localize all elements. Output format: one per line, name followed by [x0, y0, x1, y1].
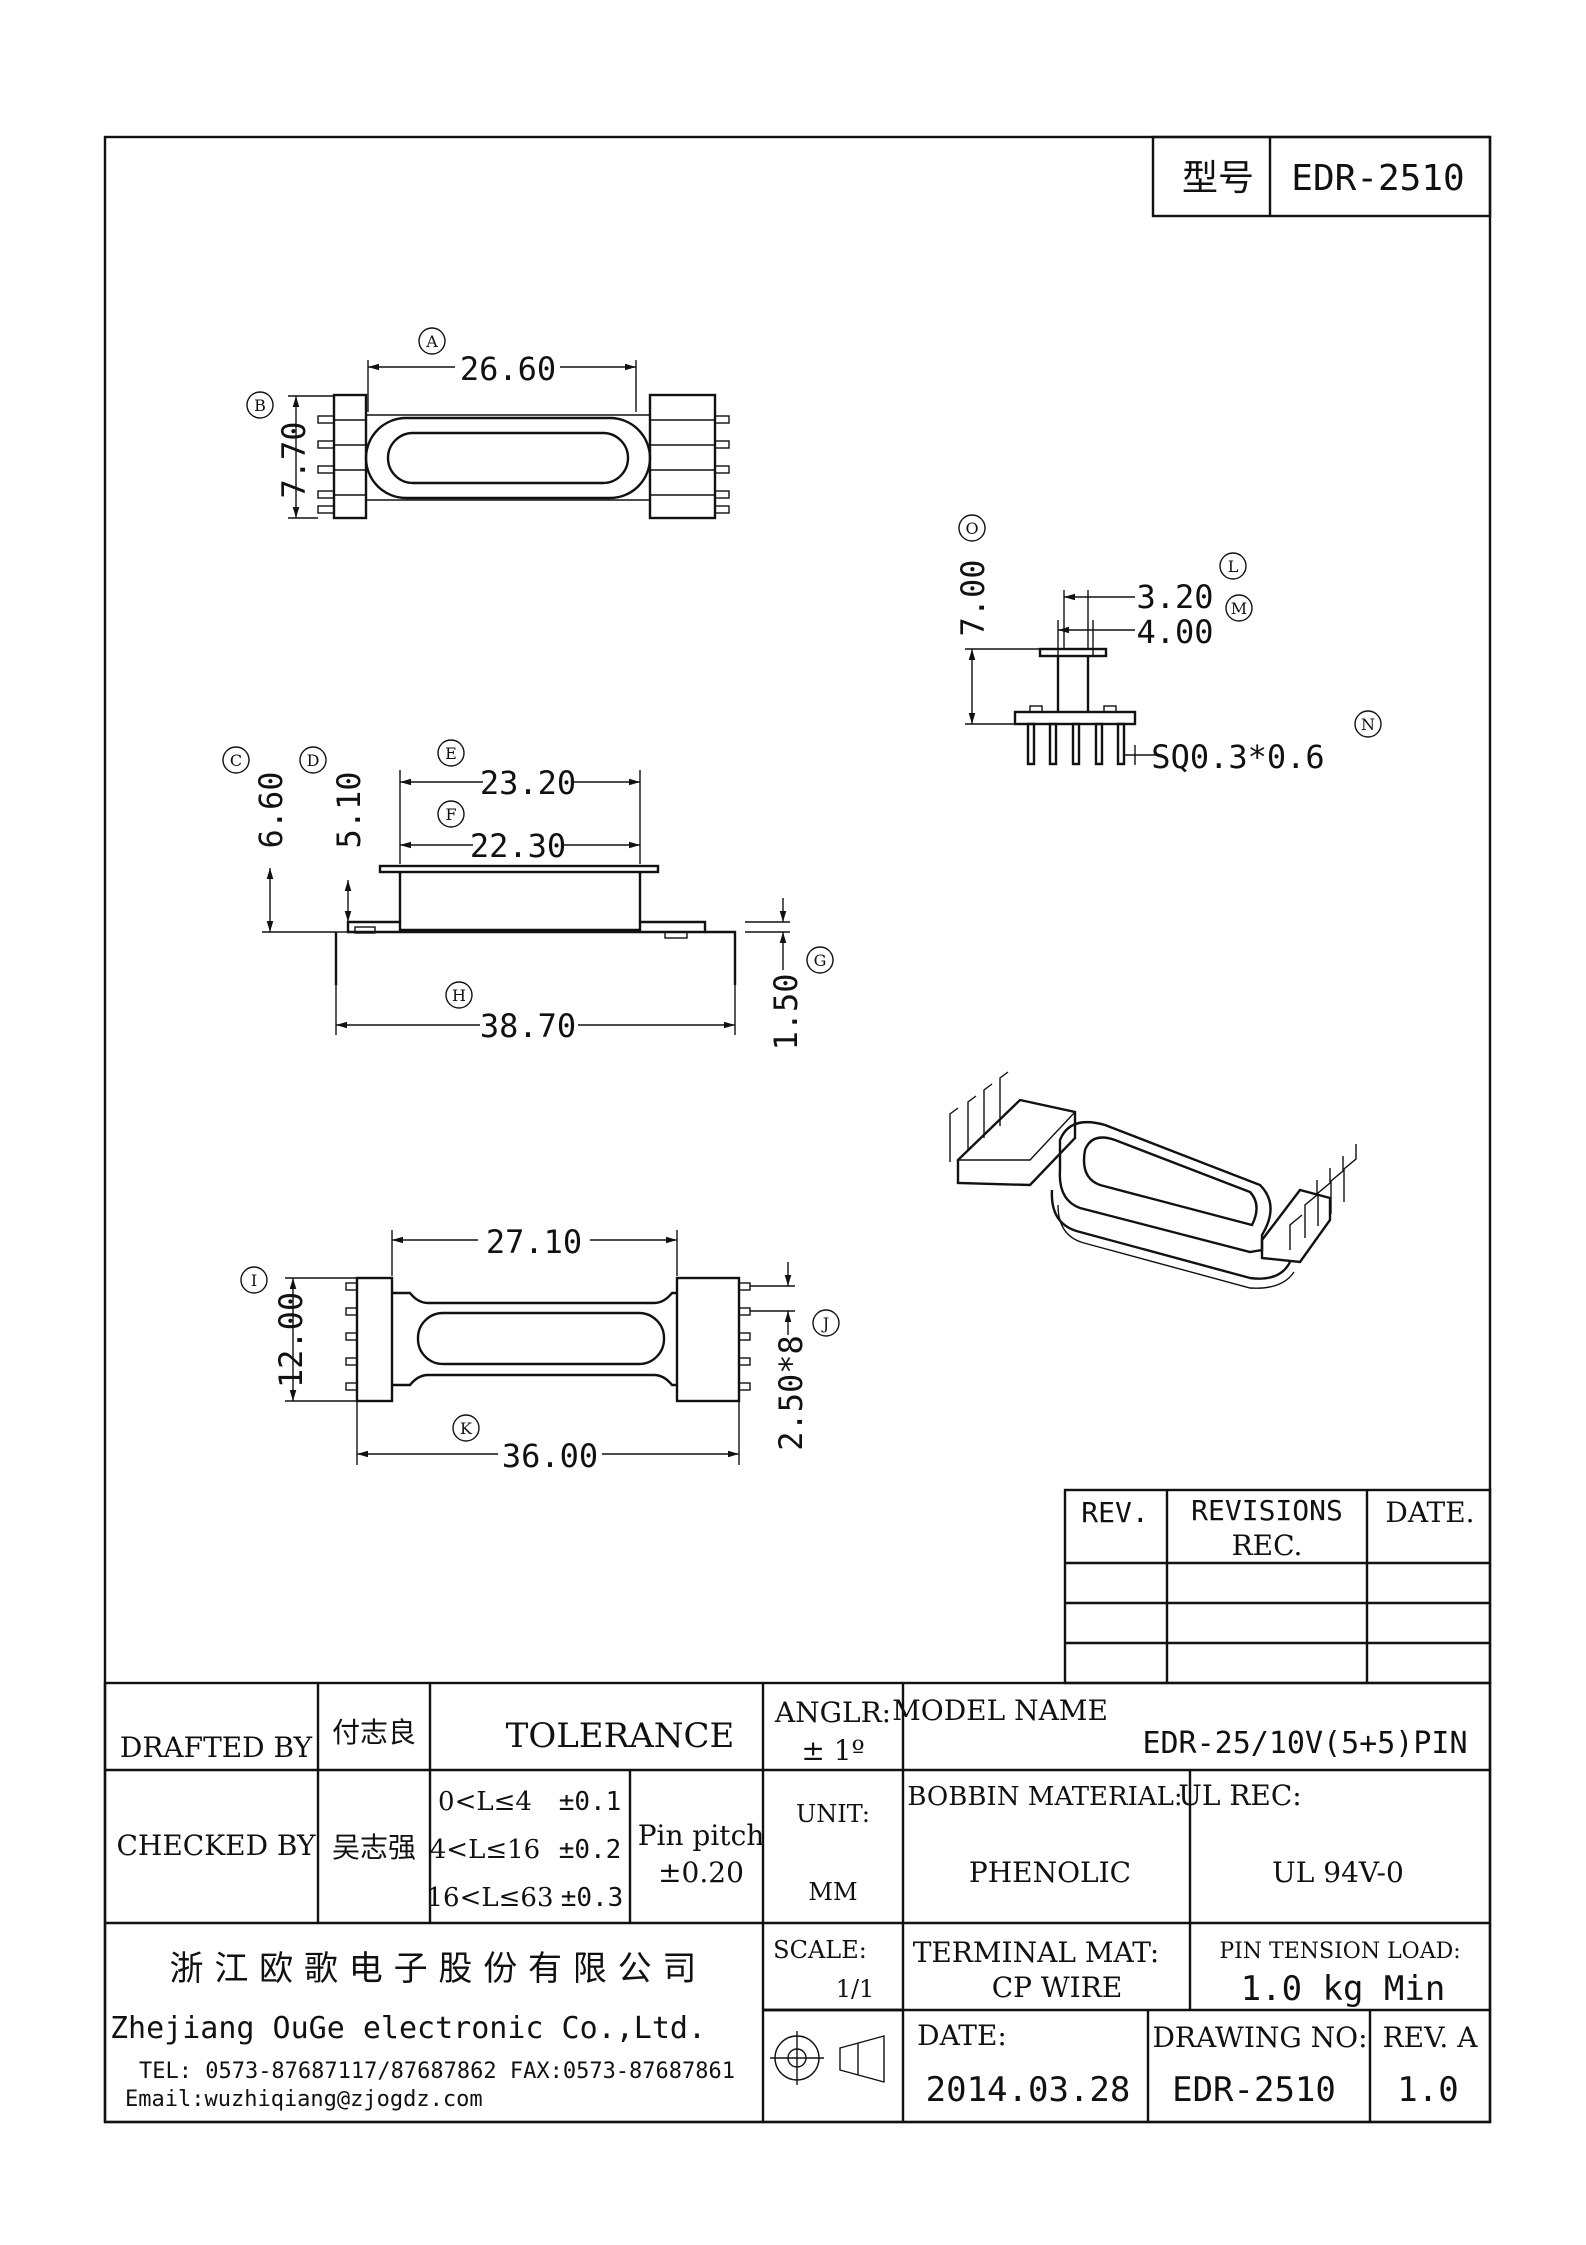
- top-view-left-pins: [317, 415, 366, 514]
- terminal-mat-value: CP WIRE: [992, 1971, 1123, 2004]
- checked-by-name: 吴志强: [332, 1831, 416, 1864]
- dim-L-value: 3.20: [1136, 578, 1213, 616]
- side-view: 23.20 E 22.30 F 6.60 C 5.10 D 38.70 H 1.: [222, 739, 834, 1051]
- bottom-view-left-pins: [345, 1282, 358, 1391]
- ul-rec-value: UL 94V-0: [1272, 1856, 1404, 1889]
- dim-H-letter: H: [452, 986, 466, 1005]
- rev-col-header: REV.: [1081, 1496, 1148, 1529]
- pin-pitch-label: Pin pitch: [638, 1819, 765, 1852]
- dim-L-letter: L: [1228, 557, 1239, 576]
- terminal-mat-label: TERMINAL MAT:: [913, 1936, 1160, 1969]
- bottom-view-right-pins: [738, 1282, 751, 1391]
- drafted-by-name: 付志良: [332, 1716, 416, 1749]
- model-value: EDR-2510: [1291, 158, 1464, 199]
- dim-G-value: 1.50: [767, 973, 805, 1050]
- projection-symbol-icon: [770, 2031, 885, 2085]
- dim-M-letter: M: [1231, 599, 1247, 618]
- tol-value-3: ±0.3: [561, 1883, 624, 1913]
- dim-G-letter: G: [814, 951, 827, 970]
- dim-F-letter: F: [445, 805, 456, 824]
- dim-K-letter: K: [460, 1419, 473, 1438]
- ul-rec-label: UL REC:: [1178, 1779, 1301, 1812]
- pin-pitch-value: ±0.20: [658, 1856, 744, 1889]
- end-view: 3.20 L 4.00 M 7.00 O SQ0.3*0.6 N: [954, 514, 1382, 776]
- dim-C-value: 6.60: [252, 771, 290, 848]
- bobbin-material-label: BOBBIN MATERIAL:: [907, 1782, 1182, 1812]
- company-email: Email:wuzhiqiang@zjogdz.com: [125, 2087, 483, 2112]
- pin-tension-label: PIN TENSION LOAD:: [1219, 1939, 1460, 1964]
- dim-F-value: 22.30: [470, 827, 566, 865]
- model-name-value: EDR-25/10V(5+5)PIN: [1142, 1726, 1467, 1761]
- rec-col-header: REC.: [1232, 1529, 1303, 1562]
- dim-N-value: SQ0.3*0.6: [1151, 738, 1324, 776]
- unit-label: UNIT:: [796, 1800, 870, 1828]
- bobbin-material-value: PHENOLIC: [969, 1856, 1131, 1889]
- company-tel-fax: TEL: 0573-87687117/87687862 FAX:0573-876…: [139, 2059, 735, 2084]
- dim-A-letter: A: [425, 332, 438, 351]
- revisions-col-header: REVISIONS: [1191, 1494, 1343, 1527]
- dim-E-letter: E: [445, 744, 457, 763]
- bottom-view: 27.10 12.00 I 2.50*8 J 36.00 K: [240, 1223, 840, 1475]
- date-label: DATE:: [917, 2019, 1007, 2052]
- dim-O-letter: O: [965, 519, 978, 538]
- model-label: 型号: [1182, 158, 1254, 199]
- drafted-by-label: DRAFTED BY: [120, 1731, 313, 1764]
- scale-label: SCALE:: [773, 1936, 867, 1964]
- dim-O-value: 7.00: [954, 559, 992, 636]
- top-view: 26.60 A 7.70 B: [246, 327, 730, 520]
- drawing-no-label: DRAWING NO:: [1152, 2021, 1367, 2054]
- dim-B-letter: B: [254, 396, 266, 415]
- rev-label: REV. A: [1383, 2021, 1479, 2054]
- tolerance-label: TOLERANCE: [506, 1716, 735, 1756]
- title-block: DRAFTED BY 付志良 TOLERANCE ANGLR: ± 1º MOD…: [103, 1681, 1492, 2124]
- angle-value: ± 1º: [801, 1734, 864, 1767]
- angle-label: ANGLR:: [774, 1696, 891, 1729]
- dim-H-value: 38.70: [480, 1007, 576, 1045]
- isometric-view: [949, 1071, 1357, 1289]
- dim-I-value: 12.00: [272, 1292, 310, 1388]
- dim-I-letter: I: [251, 1271, 257, 1290]
- pin-tension-value: 1.0 kg Min: [1241, 1969, 1446, 2009]
- tol-range-2: 4<L≤16: [430, 1835, 540, 1865]
- tol-value-2: ±0.2: [559, 1835, 622, 1865]
- unit-value: MM: [808, 1878, 857, 1906]
- tol-range-3: 16<L≤63: [426, 1883, 553, 1913]
- checked-by-label: CHECKED BY: [117, 1829, 316, 1862]
- date-value: 2014.03.28: [926, 2070, 1131, 2110]
- model-name-label: MODEL NAME: [892, 1694, 1108, 1727]
- dim-J-value: 2.50*8: [772, 1335, 810, 1451]
- dim-C-letter: C: [230, 751, 242, 770]
- revision-table: REV. REVISIONS REC. DATE.: [1063, 1488, 1492, 1685]
- tol-value-1: ±0.1: [559, 1787, 622, 1817]
- date-col-header: DATE.: [1385, 1496, 1474, 1529]
- dim-B-value: 7.70: [275, 421, 313, 498]
- dim-A-value: 26.60: [460, 350, 556, 388]
- dim-N-letter: N: [1361, 715, 1375, 734]
- model-header: 型号 EDR-2510: [1151, 135, 1492, 218]
- company-name-cn: 浙 江 欧 歌 电 子 股 份 有 限 公 司: [170, 1949, 697, 1989]
- end-view-pins: [1026, 722, 1126, 766]
- top-view-right-pins: [650, 415, 730, 514]
- dim-E-value: 23.20: [480, 764, 576, 802]
- company-name-en: Zhejiang OuGe electronic Co.,Ltd.: [110, 2011, 706, 2046]
- dim-D-letter: D: [307, 751, 320, 770]
- drawing-no-value: EDR-2510: [1172, 2070, 1336, 2110]
- tol-range-1: 0<L≤4: [438, 1787, 532, 1817]
- rev-value: 1.0: [1397, 2070, 1458, 2110]
- dim-top-value: 27.10: [486, 1223, 582, 1261]
- dim-K-value: 36.00: [502, 1437, 598, 1475]
- dim-D-value: 5.10: [330, 771, 368, 848]
- dim-M-value: 4.00: [1136, 613, 1213, 651]
- dim-J-letter: J: [821, 1314, 829, 1333]
- scale-value: 1/1: [836, 1975, 875, 2003]
